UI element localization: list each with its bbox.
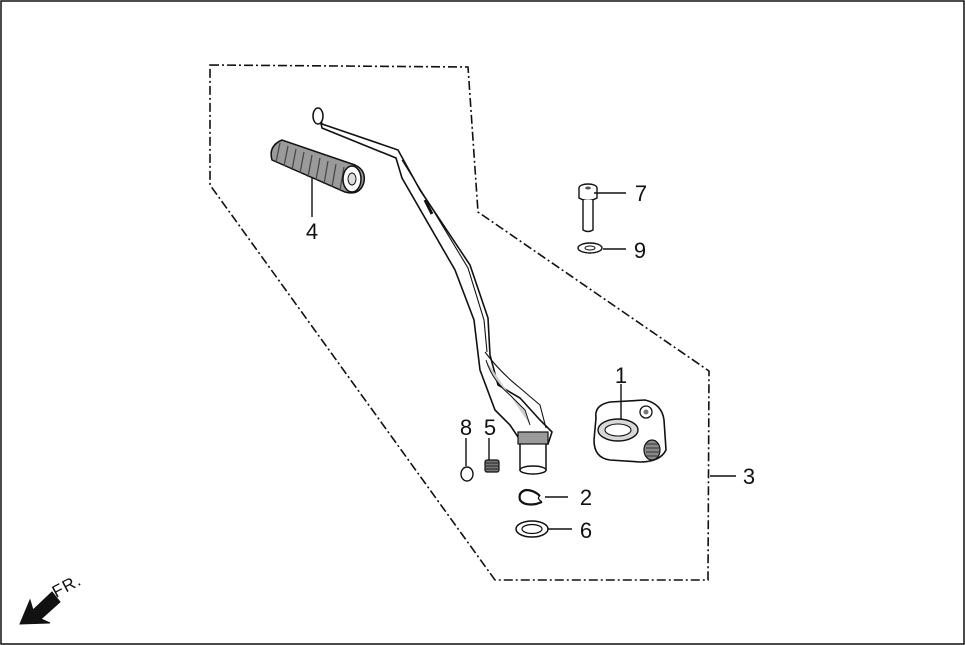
washer-part — [577, 242, 603, 254]
kick-grip-part — [270, 139, 366, 194]
kick-lever-arm — [312, 107, 553, 475]
kick-boss-part — [593, 399, 667, 463]
callout-1: 1 — [615, 363, 627, 388]
callout-3: 3 — [743, 464, 755, 489]
callout-8: 8 — [460, 415, 472, 440]
callout-5: 5 — [484, 415, 496, 440]
callout-6: 6 — [580, 518, 592, 543]
circlip-part — [518, 488, 543, 506]
bolt-part — [578, 183, 598, 233]
leader-lines — [311, 178, 736, 530]
thrust-washer-part — [515, 520, 549, 538]
callout-4: 4 — [306, 219, 318, 244]
callout-7: 7 — [635, 181, 647, 206]
callout-9: 9 — [634, 238, 646, 263]
ball-part — [460, 466, 474, 482]
callout-2: 2 — [580, 485, 592, 510]
front-direction-label: FR. — [49, 570, 85, 601]
spring-part — [484, 459, 500, 473]
assembly-boundary — [209, 64, 710, 581]
front-direction-arrow-icon — [19, 591, 61, 625]
